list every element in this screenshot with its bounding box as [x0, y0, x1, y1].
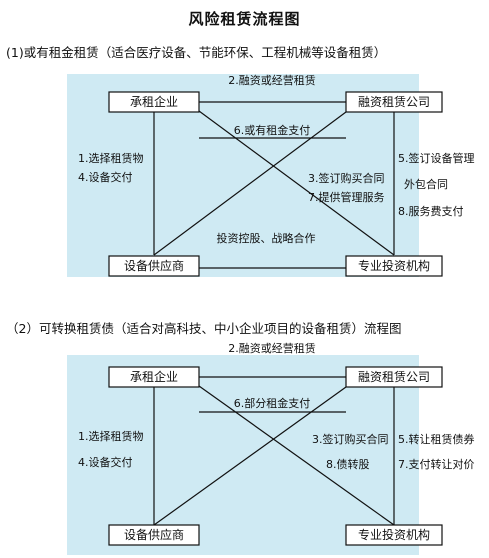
label-midright-1: 3.签订购买合同	[308, 171, 385, 185]
label-partial-rent-2: 6.部分租金支付	[234, 396, 311, 410]
label-left-2: 4.设备交付	[78, 170, 133, 184]
label-left-1-2: 1.选择租赁物	[78, 429, 144, 443]
label-right-1-2: 5.转让租赁债券	[398, 432, 475, 446]
label-right-2: 外包合同	[404, 177, 448, 191]
node-lessee	[108, 91, 200, 113]
edge-lessee-investor	[198, 110, 395, 256]
diagram-2-panel	[67, 355, 419, 555]
edge-lessor-supplier-2	[153, 386, 347, 526]
label-midright-2-2: 8.债转股	[326, 457, 370, 471]
node-lessor-2-label: 融资租赁公司	[358, 370, 430, 384]
section-1-heading: (1)或有租金租赁（适合医疗设备、节能环保、工程机械等设备租赁）	[6, 45, 387, 60]
node-lessee-2-label: 承租企业	[130, 369, 178, 384]
label-right-1: 5.签订设备管理	[398, 151, 475, 165]
node-lessee-2	[108, 366, 200, 388]
node-supplier	[108, 255, 200, 277]
node-investor	[345, 255, 443, 277]
page-title: 风险租赁流程图	[188, 10, 301, 28]
label-lease-type: 2.融资或经营租赁	[228, 73, 316, 87]
label-left-2-2: 4.设备交付	[78, 455, 133, 469]
node-lessor-2	[345, 366, 443, 388]
label-lease-type-2: 2.融资或经营租赁	[228, 341, 316, 355]
label-bottom: 投资控股、战略合作	[217, 231, 316, 245]
label-midright-1-2: 3.签订购买合同	[312, 432, 389, 446]
edge-lessor-supplier	[153, 111, 347, 256]
label-right-2-2: 7.支付转让对价	[398, 457, 475, 471]
node-supplier-2-label: 设备供应商	[124, 527, 184, 542]
node-investor-label: 专业投资机构	[358, 258, 430, 273]
node-lessee-label: 承租企业	[130, 94, 178, 109]
node-lessor-label: 融资租赁公司	[358, 95, 430, 109]
edge-lessee-investor-2	[198, 385, 395, 526]
node-investor-2-label: 专业投资机构	[358, 527, 430, 542]
label-rent-payment: 6.或有租金支付	[234, 123, 311, 137]
node-investor-2	[345, 524, 443, 546]
section-2-heading: （2）可转换租赁债（适合对高科技、中小企业项目的设备租赁）流程图	[6, 321, 402, 336]
node-lessor	[345, 91, 443, 113]
label-right-3: 8.服务费支付	[398, 205, 464, 218]
node-supplier-label: 设备供应商	[124, 258, 184, 273]
node-supplier-2	[108, 524, 200, 546]
label-midright-2: 7.提供管理服务	[308, 190, 385, 204]
label-left-1: 1.选择租赁物	[78, 151, 144, 165]
